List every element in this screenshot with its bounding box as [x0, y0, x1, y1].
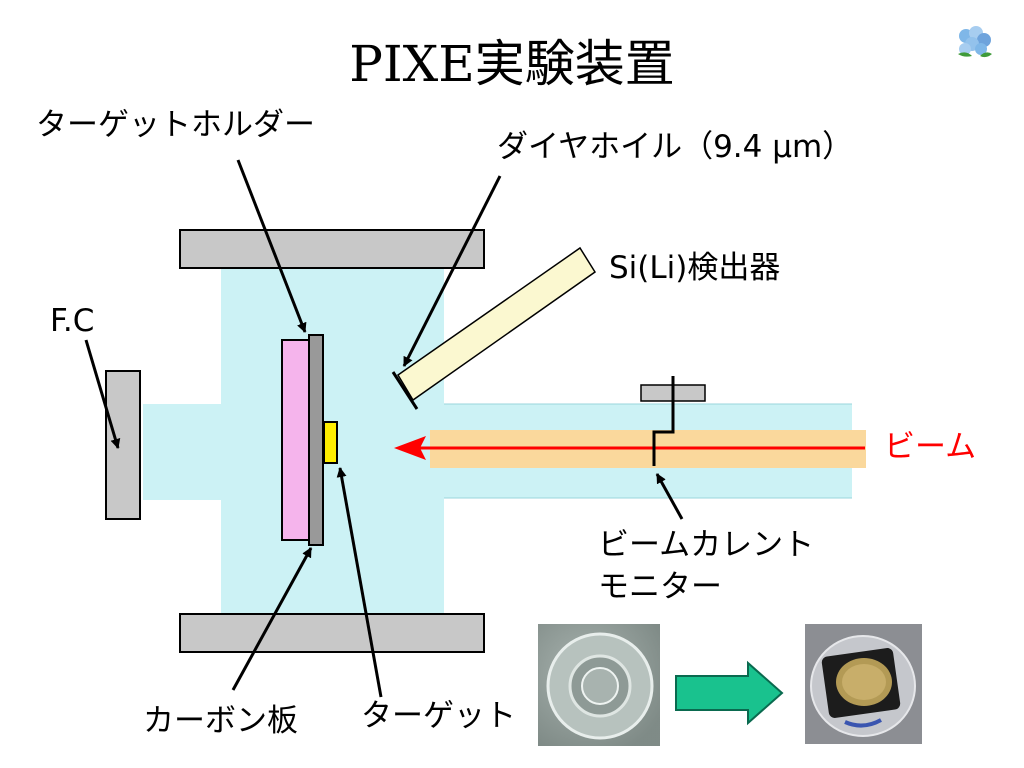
target-holder — [308, 334, 324, 546]
foil-pointer — [402, 175, 502, 367]
detector-label: Si(Li)検出器 — [609, 250, 781, 286]
current-monitor-pointer — [655, 473, 684, 520]
target-label: ターゲット — [361, 698, 516, 734]
carbon-plate-pointer — [231, 547, 313, 691]
target-holder-pointer — [236, 159, 307, 333]
top-flange — [179, 229, 485, 269]
diamond-foil-label: ダイヤホイル（9.4 μm） — [497, 129, 854, 165]
blank-ring-photo — [538, 624, 660, 746]
faraday-cup-pointer — [84, 339, 121, 449]
carbon-plate-label: カーボン板 — [143, 703, 298, 739]
target-pointer — [336, 467, 383, 698]
faraday-cup-label: F.C — [50, 303, 95, 339]
faraday-cup — [105, 370, 141, 520]
mounted-target-photo — [805, 624, 922, 744]
current-monitor-probe — [652, 376, 675, 466]
diamond-foil — [391, 371, 419, 410]
target — [323, 421, 338, 464]
target-holder-label: ターゲットホルダー — [36, 107, 315, 143]
green-arrow-icon — [675, 660, 784, 726]
page-title: PIXE実験装置 — [349, 35, 675, 93]
beam-arrowhead — [394, 436, 426, 460]
si-li-detector — [396, 246, 597, 402]
current-monitor-label-line2: モニター — [598, 569, 722, 605]
flower-icon — [958, 26, 992, 58]
bottom-flange — [179, 613, 485, 653]
current-monitor-label-line1: ビームカレント — [598, 527, 815, 563]
beam-label: ビーム — [884, 429, 977, 465]
